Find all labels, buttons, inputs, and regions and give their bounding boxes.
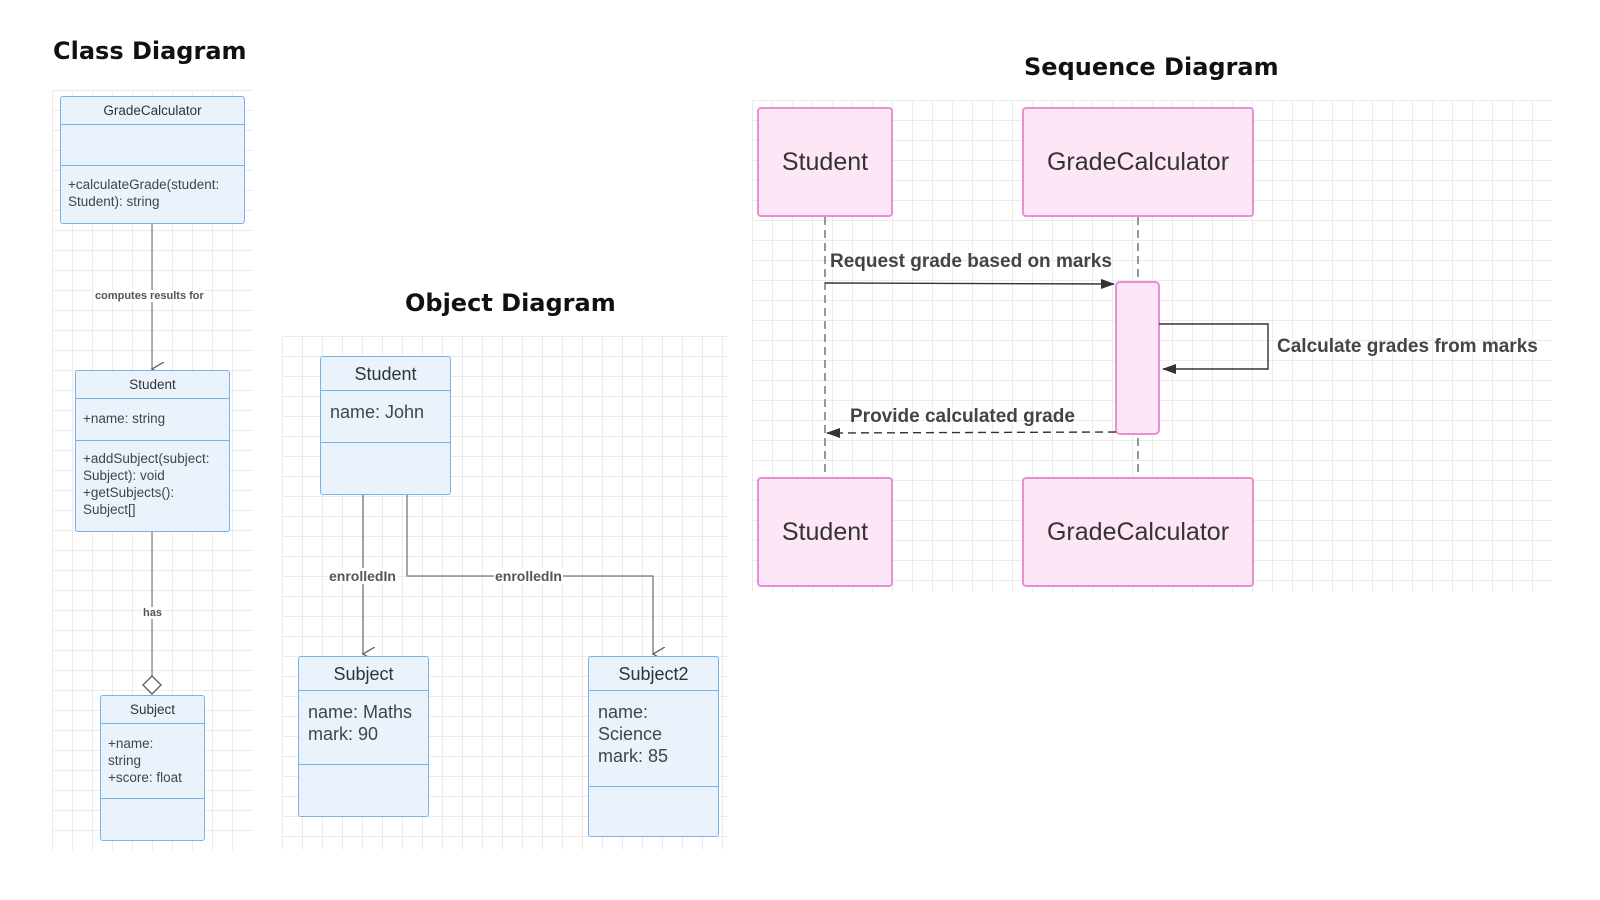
object-student-name: Student (321, 357, 450, 391)
has-label: has (142, 607, 163, 619)
class-subject-attributes: +name: string +score: float (101, 724, 204, 799)
class-student[interactable]: Student +name: string +addSubject(subjec… (75, 370, 230, 532)
participant-grade-calculator-top[interactable]: GradeCalculator (1022, 107, 1254, 217)
calculate-message-label: Calculate grades from marks (1277, 336, 1538, 357)
class-grade-calculator-name: GradeCalculator (61, 97, 244, 125)
object-subject2-attributes: name: Science mark: 85 (589, 691, 718, 787)
object-diagram-heading: Object Diagram (405, 289, 616, 317)
class-subject[interactable]: Subject +name: string +score: float (100, 695, 205, 841)
provide-message-arrow (826, 427, 1117, 438)
object-subject-extra (299, 765, 428, 785)
class-subject-name: Subject (101, 696, 204, 724)
class-grade-calculator-methods: +calculateGrade(student: Student): strin… (68, 177, 220, 209)
class-grade-calculator[interactable]: GradeCalculator +calculateGrade(student:… (60, 96, 245, 224)
participant-student-bottom[interactable]: Student (757, 477, 893, 587)
class-grade-calculator-attributes (61, 125, 244, 166)
aggregation-diamond (142, 675, 162, 695)
object-subject-name: Subject (299, 657, 428, 691)
participant-student-top[interactable]: Student (757, 107, 893, 217)
object-subject2-name: Subject2 (589, 657, 718, 691)
participant-grade-calculator-bottom[interactable]: GradeCalculator (1022, 477, 1254, 587)
self-call-arrow (1159, 323, 1269, 374)
enrolled-label-1: enrolledIn (328, 568, 397, 584)
object-subject-attributes: name: Maths mark: 90 (299, 691, 428, 765)
request-message-label: Request grade based on marks (830, 251, 1112, 272)
activation-bar (1115, 281, 1160, 435)
object-student-extra (321, 443, 450, 463)
object-student[interactable]: Student name: John (320, 356, 451, 495)
sequence-diagram-heading: Sequence Diagram (1024, 53, 1279, 81)
class-diagram-heading: Class Diagram (53, 37, 247, 65)
object-student-attributes: name: John (321, 391, 450, 443)
class-subject-methods (101, 799, 204, 803)
object-subject2[interactable]: Subject2 name: Science mark: 85 (588, 656, 719, 837)
class-student-methods: +addSubject(subject: Subject): void +get… (83, 451, 210, 517)
class-student-attributes: +name: string (76, 399, 229, 441)
request-message-arrow (824, 278, 1115, 289)
provide-message-label: Provide calculated grade (850, 406, 1075, 427)
computes-results-label: computes results for (94, 290, 205, 302)
object-subject[interactable]: Subject name: Maths mark: 90 (298, 656, 429, 817)
object-subject2-extra (589, 787, 718, 807)
enrolled-label-2: enrolledIn (494, 568, 563, 584)
class-student-name: Student (76, 371, 229, 399)
